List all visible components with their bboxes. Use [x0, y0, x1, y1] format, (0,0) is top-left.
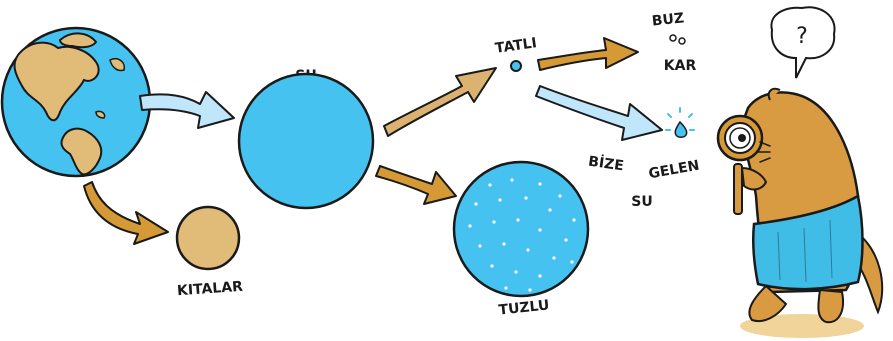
su-circle: [237, 72, 375, 210]
bize-label: BİZE: [587, 153, 625, 175]
tatli-label: TATLI: [494, 35, 538, 57]
kitalar-circle: [175, 205, 241, 271]
tuzlu-circle: [452, 160, 590, 298]
arrow-tatli-to-buz: [537, 37, 639, 71]
arrow-tatli-to-bize-gelen: [535, 85, 663, 141]
gelen-label: GELEN: [647, 158, 700, 183]
arrow-su-to-tuzlu: [375, 165, 457, 205]
earth-globe: [0, 26, 152, 178]
snow-dots-icon: [669, 34, 686, 45]
bize-su-label: SU: [631, 194, 652, 210]
tatli-dot: [510, 60, 522, 72]
kar-label: KAR: [664, 58, 697, 74]
magnifying-glass-icon: [716, 114, 764, 215]
arrow-earth-to-kitalar: [83, 181, 169, 245]
otter-character: [716, 87, 884, 338]
water-drop-icon: [665, 107, 695, 138]
thought-bubble: ?: [770, 6, 836, 79]
buz-label: BUZ: [651, 10, 685, 29]
otter-skirt: [751, 194, 864, 291]
tuzlu-label: TUZLU: [498, 297, 550, 318]
arrow-earth-to-su: [139, 91, 235, 129]
question-mark: ?: [796, 24, 808, 49]
kitalar-label: KITALAR: [177, 279, 244, 300]
arrow-su-to-tatli: [383, 67, 497, 137]
